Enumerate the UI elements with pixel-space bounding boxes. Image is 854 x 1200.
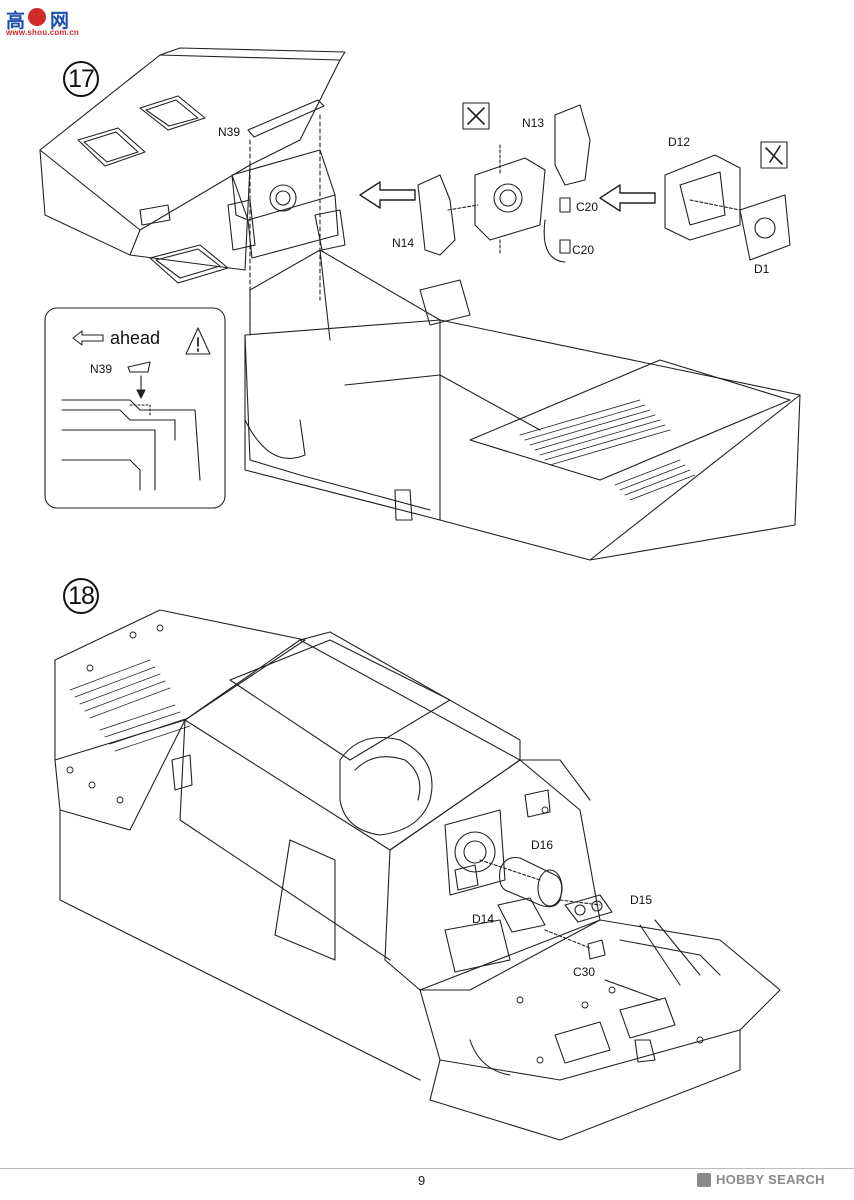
part-label-n13: N13 <box>522 116 545 130</box>
part-label-n14: N14 <box>392 236 415 250</box>
brand-logo-icon <box>697 1173 711 1187</box>
watermark-glyph: 高 <box>6 11 26 32</box>
watermark-name: 网 <box>50 11 70 32</box>
part-label-c20-upper: C20 <box>576 200 599 214</box>
inset-part-label-n39: N39 <box>90 362 113 376</box>
part-label-c30: C30 <box>573 965 596 979</box>
part-label-d12: D12 <box>668 135 691 149</box>
page-number: 9 <box>418 1173 426 1188</box>
step17-hull-drawing <box>39 47 801 561</box>
step17-inset-box <box>44 307 226 509</box>
step17-exploded-parts <box>359 104 791 263</box>
part-label-n39: N39 <box>218 125 241 139</box>
warning-icon <box>185 326 213 354</box>
part-label-c20-lower: C20 <box>572 243 595 257</box>
part-label-d16: D16 <box>531 838 554 852</box>
watermark-url: www.shou.com.cn <box>6 28 79 37</box>
part-label-d15: D15 <box>630 893 653 907</box>
step18-hull-drawing <box>54 609 781 1141</box>
step18-exploded-parts <box>479 856 613 960</box>
inset-direction-label: ahead <box>110 328 161 348</box>
step-17-number: 17 <box>63 61 99 97</box>
part-label-d1: D1 <box>754 262 770 276</box>
part-label-d14: D14 <box>472 912 495 926</box>
cut-icon <box>760 141 788 169</box>
step-18-number: 18 <box>63 578 99 614</box>
footer-divider <box>0 1168 854 1169</box>
arrow-left-icon <box>72 326 102 346</box>
watermark-emblem-icon <box>28 8 46 26</box>
footer-brand: HOBBY SEARCH <box>716 1172 825 1187</box>
glue-icon <box>462 102 490 130</box>
watermark-logo: 高 网 www.shou.com.cn <box>6 6 79 40</box>
